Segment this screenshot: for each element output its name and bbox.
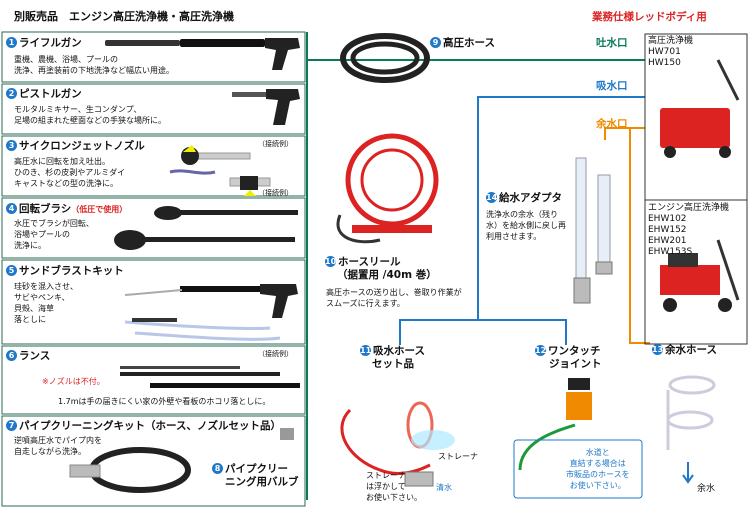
cyclone-nozzle-illustration (169, 145, 271, 196)
overflow-port-label: 余水口 (596, 118, 628, 130)
product-pistol-gun-desc: モルタルミキサー、生コンダンプ、足場の組まれた壁面などの手狭な場所に。 (14, 105, 166, 125)
discharge-port-label: 吐水口 (596, 37, 628, 49)
overflow-line-1 (604, 127, 645, 140)
overflow-line-2 (629, 128, 650, 344)
lance-warning: ※ノズルは不付。 (42, 377, 105, 386)
strainer-note: ストレーナは浮かしてお使い下さい。 (366, 471, 422, 502)
high-pressure-hose-illustration (340, 33, 430, 83)
product-sandblast-desc: 珪砂を混入させ、サビやペンキ、貝殻、海草落としに (14, 282, 78, 324)
machine-box (644, 33, 748, 345)
product-cyclone-nozzle-desc: 高圧水に回転を加え吐出。ひのき、杉の皮剥やアルミダイキャストなどの型の洗浄に。 (14, 157, 126, 188)
product-feed-adapter-desc: 洗浄水の余水（残り水）を給水側に戻し再利用させます。 (486, 210, 566, 241)
one-touch-joint-illustration (513, 378, 643, 499)
overflow-water-label: 余水 (697, 484, 716, 494)
hose-reel-illustration (336, 133, 439, 244)
clean-water-label: 清水 (436, 483, 452, 492)
hw-machine-info: 高圧洗浄機 HW701 HW150 (648, 36, 694, 68)
ehw-machine-info: エンジン高圧洗浄機 EHW102 EHW152 EHW201 EHW153S (648, 203, 730, 257)
pistol-gun-illustration (232, 89, 300, 125)
ehw-machine-illustration (660, 239, 740, 312)
product-lance-desc: 1.7mは手の届きにくい家の外壁や看板のホコリ落としに。 (58, 397, 271, 406)
strainer-label: ストレーナ (438, 452, 478, 461)
lance-connection-example: （接続例） (258, 350, 293, 358)
suction-hose-illustration (340, 401, 455, 487)
sandblast-illustration (124, 284, 298, 341)
pipe-cleaning-illustration (69, 428, 294, 493)
lance-illustration (120, 366, 300, 388)
connection-example-label: （接続例） (258, 140, 293, 148)
feed-adapter-illustration (573, 157, 613, 304)
rotary-brush-illustration (114, 206, 298, 250)
rifle-gun-illustration (105, 38, 300, 70)
hw-machine-illustration (660, 59, 740, 158)
page-title: 別販売品 エンジン高圧洗浄機・高圧洗浄機 (14, 10, 234, 23)
panel-borders (1, 31, 306, 507)
product-rifle-gun-desc: 重機、農機、浴場、プールの洗浄、再塗装前の下地洗浄など幅広い用途。 (14, 55, 174, 75)
connection-example-label-2: （接続例） (258, 189, 293, 197)
product-pipe-cleaning-desc: 逆噴高圧水でパイプ内を自走しながら洗浄。 (14, 436, 102, 456)
suction-line-branch (478, 319, 567, 345)
red-body-title: 業務仕様レッドボディ用 (592, 11, 707, 23)
overflow-hose-illustration (666, 375, 716, 484)
product-rotary-brush-desc: 水圧でブラシが回転、浴場やプールの洗浄に。 (14, 219, 94, 250)
product-hose-reel-desc: 高圧ホースの送り出し、巻取り作業がスムーズに行えます。 (326, 288, 462, 308)
suction-port-label: 吸水口 (596, 80, 628, 92)
one-touch-joint-note: 水道と直結する場合は市販品のホースをお使い下さい。 (566, 448, 630, 490)
